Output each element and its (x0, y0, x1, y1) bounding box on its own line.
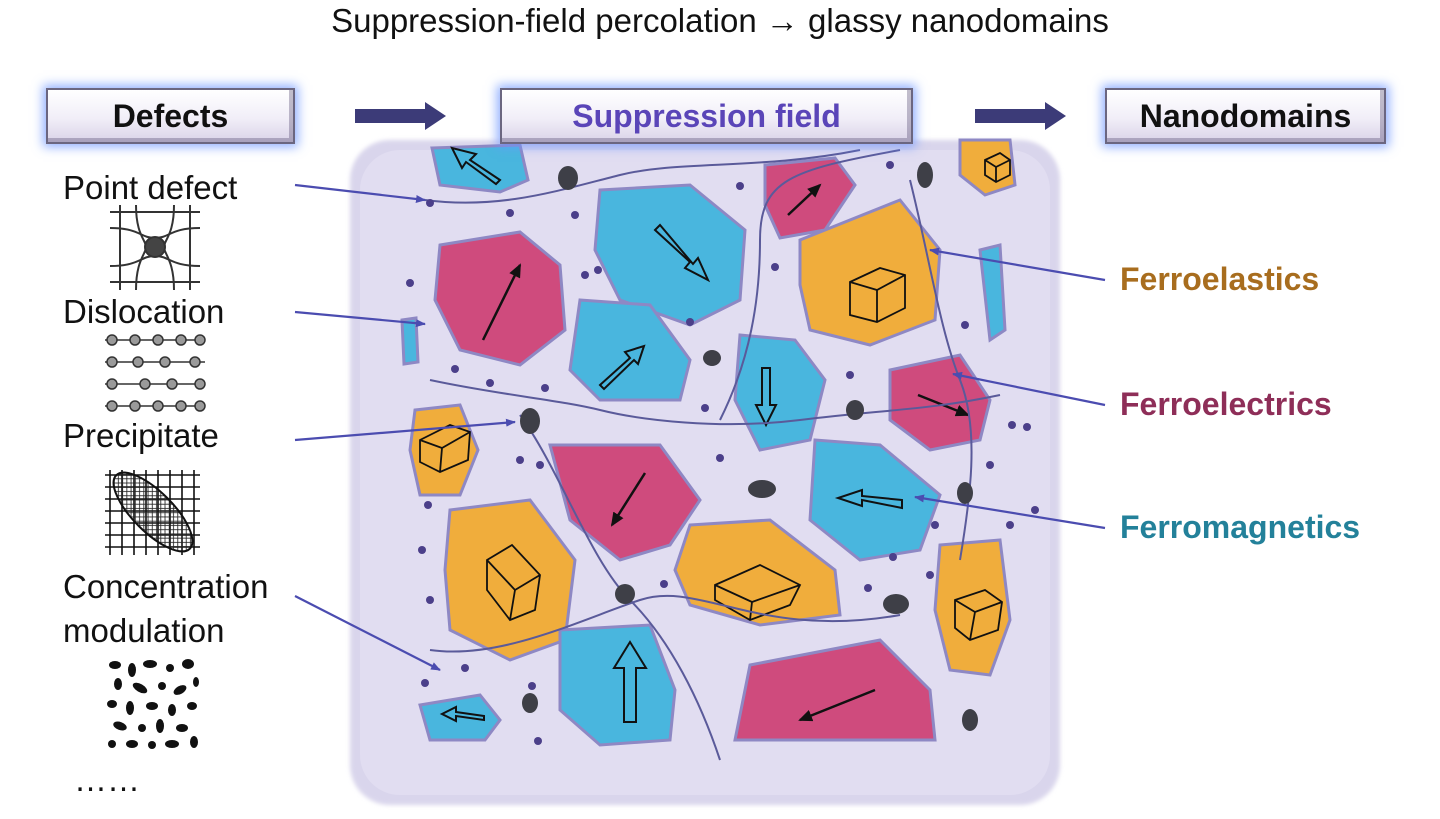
point-defect-pointer (294, 183, 426, 203)
ferromagnetic-domain (978, 243, 1007, 343)
nanodomains-header-box: Nanodomains (1105, 88, 1386, 144)
ferromagnetic-domain (430, 143, 530, 194)
precipitate-grid-icon (105, 470, 200, 555)
precipitate-particles (520, 162, 978, 731)
defect-label-point-defect: Point defect (63, 169, 238, 206)
ferroelastic-domain (443, 498, 577, 662)
spin-arrow (439, 705, 485, 723)
domain-motifs (419, 146, 1011, 723)
polarization-arrow (787, 183, 822, 216)
nanodomains-header-label: Nanodomains (1139, 97, 1352, 134)
concentration-modulation-pattern-icon (105, 655, 200, 750)
suppression-field-header-label: Suppression field (572, 97, 841, 134)
defect-pointer-arrows (294, 183, 516, 671)
ferromagnetic-domain (558, 623, 677, 747)
spin-arrow (754, 367, 778, 428)
polarization-arrow (610, 472, 647, 527)
ferroelastic-domain (933, 538, 1012, 677)
defects-header-box: Defects (46, 88, 295, 144)
ferroelectric-domain (433, 230, 567, 367)
ferromagnetics-pointer (914, 494, 1106, 530)
defects-header-label: Defects (112, 97, 229, 134)
point-defect-lattice-icon (109, 204, 201, 291)
polarization-arrow (798, 688, 876, 722)
lattice-cube (419, 151, 1011, 642)
ferromagnetic-domain (733, 333, 827, 452)
right-arrow-icon (975, 102, 1066, 130)
ferroelastics-pointer (929, 247, 1106, 282)
defect-label-dislocation: Dislocation (63, 293, 225, 330)
ferromagnetic-domain (808, 438, 942, 562)
precipitate-pointer (294, 418, 516, 442)
dislocation-lattice-icon (105, 334, 206, 412)
concentration-modulation-pointer (294, 595, 441, 671)
field-particles (406, 161, 1039, 745)
ferromagnetic-domain (400, 316, 420, 366)
domain-label-ferroelastics: Ferroelastics (1120, 261, 1320, 297)
spin-arrow (653, 223, 711, 283)
right-arrow-icon (355, 102, 446, 130)
domain-pointer-arrows (914, 247, 1106, 530)
ferroelectric-domain (733, 638, 937, 742)
defect-label-concentration-modulation: Concentration modulation (63, 568, 269, 649)
flow-arrows (355, 102, 1066, 130)
spin-arrow (612, 640, 648, 723)
ellipsis-label: …… (74, 761, 140, 798)
dislocation-pointer (294, 310, 426, 328)
defect-label-precipitate: Precipitate (63, 417, 219, 454)
polarization-arrow (481, 263, 522, 341)
suppression-field-header-box: Suppression field (500, 88, 913, 144)
ferroelectrics-pointer (952, 371, 1106, 407)
page-title: Suppression-field percolation → glassy n… (331, 2, 1109, 39)
spin-arrow (598, 344, 646, 391)
spin-arrow (450, 146, 502, 186)
nanodomain-patches (400, 138, 1017, 747)
domain-label-ferroelectrics: Ferroelectrics (1120, 386, 1332, 422)
ferromagnetic-domain (593, 183, 747, 327)
spin-arrow (834, 488, 903, 510)
domain-label-ferromagnetics: Ferromagnetics (1120, 509, 1361, 545)
